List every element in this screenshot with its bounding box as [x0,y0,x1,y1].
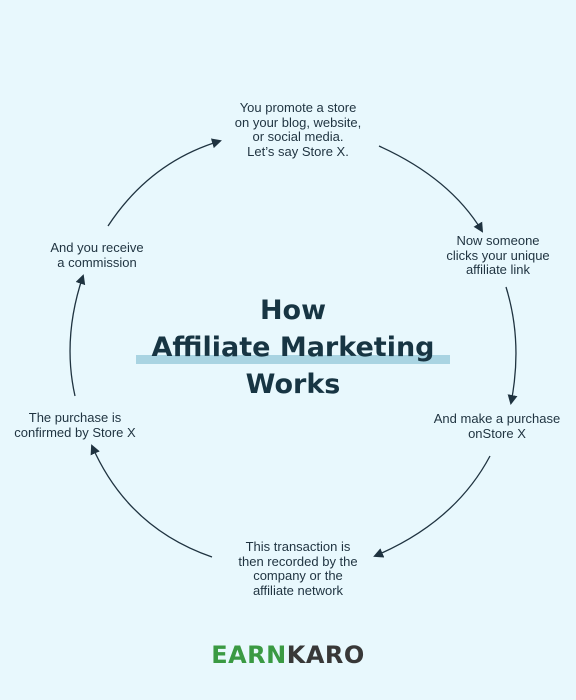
arrow-step2-to-step3 [505,286,518,405]
step-promote-store: You promote a store on your blog, websit… [234,100,362,159]
title-line-3: Works [245,369,341,400]
logo-earn-text: EARN [211,641,287,669]
step-receive-commission: And you receive a commission [50,240,144,270]
step-click-link: Now someone clicks your unique affiliate… [446,233,550,277]
step-purchase-confirmed: The purchase is confirmed by Store X [14,410,136,440]
title-line-2: Affiliate Marketing [151,332,435,363]
step-make-purchase: And make a purchase onStore X [433,411,561,441]
arrow-step3-to-step4 [373,455,491,558]
arrow-step4-to-step5 [90,444,213,558]
step-transaction-recorded: This transaction is then recorded by the… [238,539,358,598]
diagram-title: How Affiliate Marketing Works [120,292,466,403]
logo-karo-text: KARO [286,641,365,669]
arrow-step6-to-step1 [107,138,222,227]
arrow-step1-to-step2 [378,145,484,233]
title-line-1: How [259,295,327,326]
arrow-step5-to-step6 [69,274,86,397]
title-highlight-bar [136,355,450,364]
earnkaro-logo: EARNKARO [0,641,576,669]
